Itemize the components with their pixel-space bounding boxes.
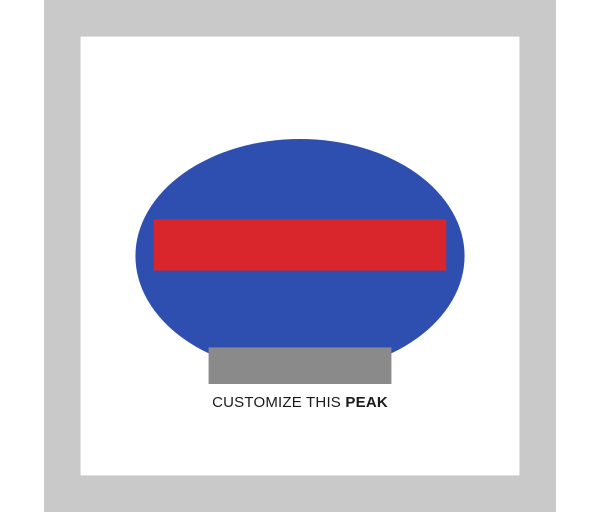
customize-caption[interactable]: CUSTOMIZE THIS PEAK	[0, 393, 600, 413]
caption-emphasis: PEAK	[345, 394, 388, 411]
caption-prefix: CUSTOMIZE THIS	[212, 394, 342, 411]
